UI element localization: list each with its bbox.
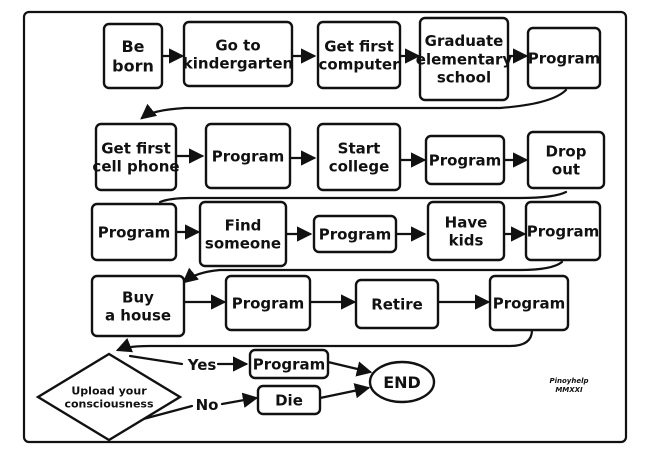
- signature: Pinoyhelp MMXXI: [549, 377, 588, 394]
- node-shape: [312, 214, 398, 254]
- node-label-line: Graduate: [425, 32, 504, 50]
- node-program-9: Program: [248, 348, 330, 380]
- arrow-row2-to-row3: [158, 190, 568, 204]
- node-shape: [368, 360, 436, 404]
- node-end: END: [368, 360, 436, 404]
- node-label-line: END: [383, 373, 421, 392]
- node-shape: [90, 274, 186, 338]
- node-label-line: computer: [319, 56, 401, 74]
- node-shape: [198, 200, 288, 268]
- node-shape: [316, 122, 402, 192]
- node-label-line: kindergarten: [183, 55, 293, 73]
- arrow-row4-to-decision: [115, 328, 534, 353]
- node-label-line: Get first: [324, 37, 394, 55]
- node-label-line: Die: [275, 391, 303, 409]
- node-shape: [488, 274, 570, 332]
- node-label-line: Program: [429, 151, 502, 169]
- node-die: Die: [256, 384, 322, 416]
- node-program-3: Program: [424, 134, 506, 186]
- node-program-2: Program: [204, 122, 292, 190]
- node-shape: [316, 20, 402, 90]
- node-label-line: Get first: [101, 139, 171, 157]
- node-program-7: Program: [224, 274, 312, 332]
- node-label-line: Retire: [371, 295, 423, 313]
- node-label-line: Program: [319, 225, 392, 243]
- node-shape: [182, 20, 294, 88]
- node-label-line: Program: [98, 223, 171, 241]
- node-label-line: born: [112, 57, 154, 76]
- node-label-line: school: [437, 69, 491, 87]
- node-label-line: a house: [105, 307, 171, 325]
- node-shape: [524, 200, 602, 262]
- node-label-line: Upload your: [71, 384, 147, 397]
- node-shape: [204, 122, 292, 190]
- node-label-line: out: [552, 161, 580, 179]
- node-label-line: Program: [493, 294, 566, 312]
- node-label-line: Program: [527, 222, 600, 240]
- node-shape: [102, 22, 164, 90]
- node-label-line: cell phone: [92, 158, 179, 176]
- node-program-1: Program: [526, 26, 602, 90]
- node-label-line: Program: [232, 294, 305, 312]
- node-shape: [248, 348, 330, 380]
- node-shape: [35, 352, 183, 442]
- arrow-die-end: [318, 383, 371, 400]
- node-label-line: kids: [449, 232, 484, 250]
- node-label-line: consciousness: [64, 398, 154, 411]
- arrow-decision-yes-a: [128, 354, 184, 366]
- node-shape: [354, 278, 440, 330]
- node-shape: [256, 384, 322, 416]
- node-label-line: Program: [253, 355, 326, 373]
- node-program-8: Program: [488, 274, 570, 332]
- node-label-line: elementary: [416, 50, 513, 68]
- node-program-4: Program: [90, 202, 178, 262]
- node-shape: [526, 130, 606, 190]
- node-label-line: Drop: [546, 142, 587, 160]
- node-program-5: Program: [312, 214, 398, 254]
- branch-label-yes: Yes: [187, 356, 217, 374]
- node-label-line: Buy: [122, 288, 154, 306]
- connectors: [115, 48, 568, 424]
- node-shape: [418, 16, 510, 102]
- node-shape: [90, 202, 178, 262]
- node-label-line: Go to: [215, 36, 260, 54]
- signature-line-1: Pinoyhelp: [549, 377, 588, 385]
- node-shape: [224, 274, 312, 332]
- node-label-line: Program: [528, 49, 601, 67]
- node-program-6: Program: [524, 200, 602, 262]
- arrow-program-end: [326, 360, 373, 377]
- arrow-row1-to-row2: [140, 88, 568, 120]
- arrow-row3-to-row4: [182, 260, 564, 284]
- node-label-line: Program: [212, 147, 285, 165]
- signature-line-2: MMXXI: [555, 386, 583, 394]
- node-shape: [426, 200, 506, 262]
- node-label-line: Have: [445, 213, 488, 231]
- node-label-line: Start: [338, 139, 381, 157]
- arrow-decision-no-b: [220, 392, 259, 408]
- branch-label-no: No: [196, 396, 219, 414]
- node-label-line: college: [329, 158, 390, 176]
- node-label-line: Find: [225, 216, 262, 234]
- node-shape: [424, 134, 506, 186]
- node-label-line: Be: [121, 37, 144, 56]
- node-retire: Retire: [354, 278, 440, 330]
- node-label-line: someone: [205, 235, 281, 253]
- node-shape: [526, 26, 602, 90]
- node-shape: [94, 122, 178, 192]
